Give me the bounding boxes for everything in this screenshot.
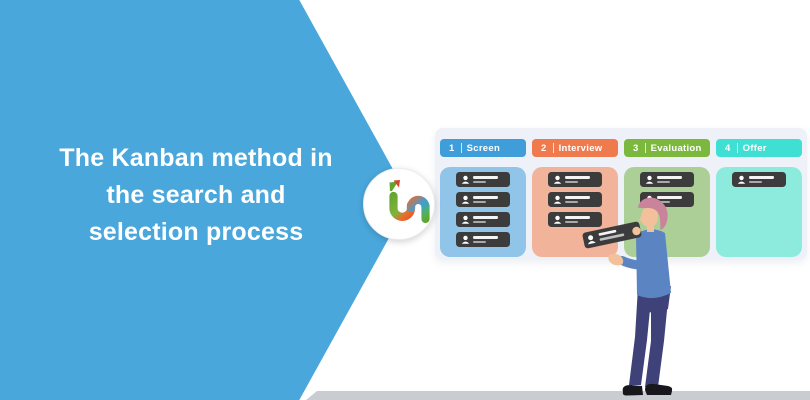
column-card-list: [716, 167, 802, 257]
card-line-primary: [565, 216, 590, 219]
person-icon: [553, 175, 562, 184]
ground-strip: [306, 391, 810, 400]
card-line-secondary: [565, 220, 578, 223]
card-line-primary: [657, 196, 682, 199]
column-label: Interview: [558, 142, 603, 154]
card-line-secondary: [473, 220, 486, 223]
card-line-secondary: [473, 200, 486, 203]
card-line-primary: [473, 216, 498, 219]
held-candidate-card: [582, 221, 642, 249]
person-front-shoe: [622, 385, 643, 396]
card-line-primary: [565, 176, 590, 179]
column-label: Evaluation: [650, 142, 702, 154]
card-text-lines: [565, 216, 590, 223]
person-icon: [461, 195, 470, 204]
kanban-board: 1 Screen 2 Interview 3 Evaluation 4 Offer: [435, 128, 807, 260]
card-line-primary: [473, 236, 498, 239]
person-icon: [737, 175, 746, 184]
person-icon: [461, 235, 470, 244]
person-hair: [638, 197, 668, 230]
candidate-card: [732, 172, 786, 187]
column-number: 1: [449, 142, 455, 154]
card-line-secondary: [657, 180, 670, 183]
kanban-column-offer: 4 Offer: [716, 139, 802, 257]
candidate-card: [456, 172, 510, 187]
kanban-columns: 1 Screen 2 Interview 3 Evaluation 4 Offer: [440, 139, 802, 257]
card-text-lines: [565, 196, 590, 203]
column-number: 3: [633, 142, 639, 154]
in-logo-icon: [389, 180, 430, 224]
card-text-lines: [657, 176, 682, 183]
card-line-secondary: [749, 180, 762, 183]
card-text-lines: [473, 216, 498, 223]
person-icon: [553, 215, 562, 224]
card-line-secondary: [565, 200, 578, 203]
column-header-divider: [736, 143, 738, 153]
card-line-primary: [473, 196, 498, 199]
logo-badge: [363, 168, 435, 240]
person-lower-arm: [617, 252, 667, 270]
kanban-column-screen: 1 Screen: [440, 139, 526, 257]
person-grip-hand: [632, 226, 641, 236]
card-line-secondary: [565, 180, 578, 183]
column-label: Screen: [466, 142, 501, 154]
card-text-lines: [473, 236, 498, 243]
title-line-2: the search and: [106, 181, 286, 209]
column-header-screen: 1 Screen: [440, 139, 526, 157]
candidate-card: [456, 232, 510, 247]
card-text-lines: [749, 176, 774, 183]
candidate-card: [640, 172, 694, 187]
person-icon: [588, 235, 594, 241]
column-header-offer: 4 Offer: [716, 139, 802, 157]
recruiter-illustration: [582, 197, 673, 396]
card-line-primary: [473, 176, 498, 179]
candidate-card: [456, 212, 510, 227]
column-number: 2: [541, 142, 547, 154]
column-card-list: [532, 167, 618, 257]
card-text-lines: [473, 196, 498, 203]
kanban-column-interview: 2 Interview: [532, 139, 618, 257]
column-card-list: [440, 167, 526, 257]
person-back-leg: [645, 289, 669, 387]
person-icon: [645, 175, 654, 184]
column-label: Offer: [742, 142, 767, 154]
banner-title: The Kanban method in the search and sele…: [35, 140, 357, 251]
card-text-lines: [473, 176, 498, 183]
column-header-divider: [552, 143, 554, 153]
card-line-secondary: [473, 240, 486, 243]
column-header-divider: [644, 143, 646, 153]
column-header-divider: [460, 143, 462, 153]
card-line-secondary: [473, 180, 486, 183]
column-number: 4: [725, 142, 731, 154]
person-icon: [553, 195, 562, 204]
card-text-lines: [657, 196, 682, 203]
card-line-primary: [749, 176, 774, 179]
card-text-lines: [565, 176, 590, 183]
candidate-card: [456, 192, 510, 207]
card-line-secondary: [657, 200, 670, 203]
candidate-card: [548, 212, 602, 227]
column-header-evaluation: 3 Evaluation: [624, 139, 710, 157]
person-back-shoe: [645, 383, 673, 395]
candidate-card: [548, 192, 602, 207]
person-icon: [461, 215, 470, 224]
candidate-card: [548, 172, 602, 187]
title-line-1: The Kanban method in: [59, 144, 333, 172]
person-icon: [461, 175, 470, 184]
person-open-hand: [608, 253, 624, 266]
card-line-primary: [565, 196, 590, 199]
card-line-primary: [657, 176, 682, 179]
person-face: [639, 206, 658, 227]
column-header-interview: 2 Interview: [532, 139, 618, 157]
title-line-3: selection process: [88, 218, 304, 246]
